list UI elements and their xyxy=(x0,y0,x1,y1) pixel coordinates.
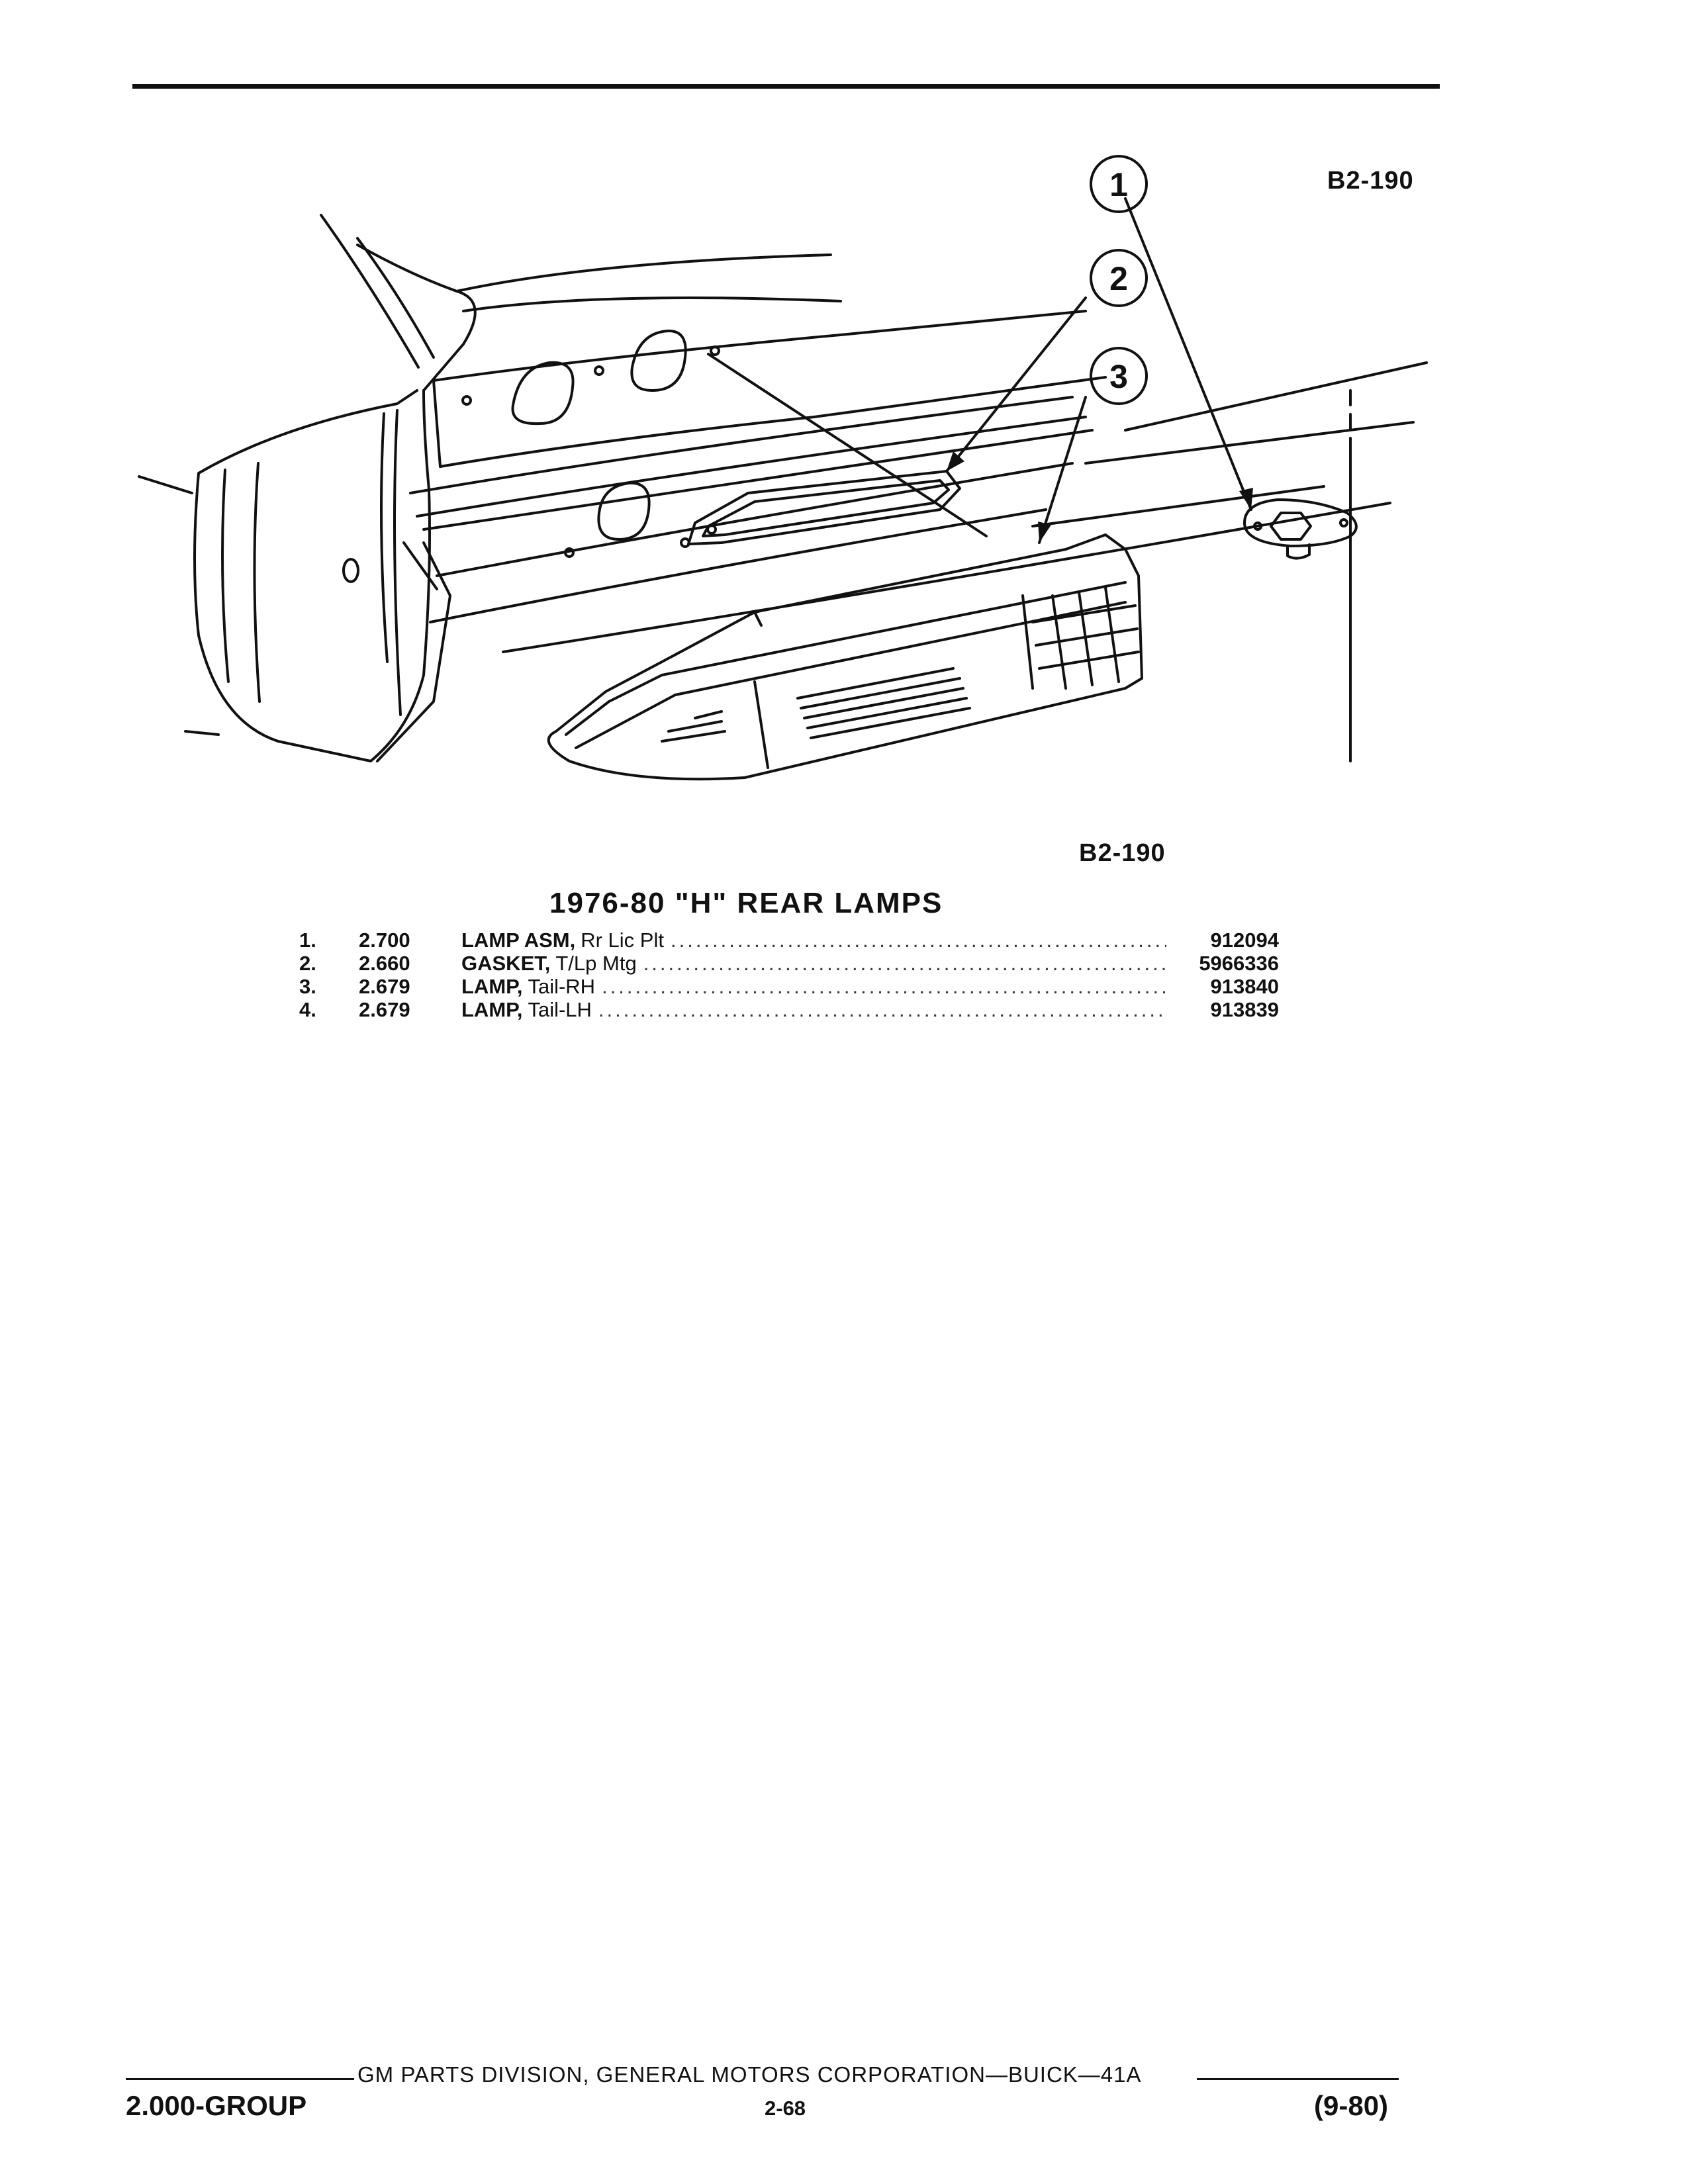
tail-lamp-drawing xyxy=(547,533,1143,781)
part-description: LAMP ASM, Rr Lic Plt ...................… xyxy=(461,929,1166,952)
parts-list-row: 2. 2.660 GASKET, T/Lp Mtg ..............… xyxy=(299,952,1279,975)
callout-2-label: 2 xyxy=(1109,260,1128,297)
mounting-nut-drawing xyxy=(1243,498,1358,560)
footer-rule-right xyxy=(1197,2078,1399,2080)
footer-publisher: GM PARTS DIVISION, GENERAL MOTORS CORPOR… xyxy=(357,2062,1142,2087)
rear-panel-drawing xyxy=(409,310,1428,762)
top-rule xyxy=(132,84,1440,89)
figure-code-top: B2-190 xyxy=(1327,167,1414,195)
parts-list-row: 1. 2.700 LAMP ASM, Rr Lic Plt ..........… xyxy=(299,929,1279,952)
footer-group-label: 2.000-GROUP xyxy=(126,2090,307,2121)
part-number: 912094 xyxy=(1210,929,1279,952)
parts-list-row: 4. 2.679 LAMP, Tail-LH .................… xyxy=(299,998,1279,1021)
item-number: 2. xyxy=(299,952,316,975)
callout-3 xyxy=(1090,347,1148,405)
rear-lamp-illustration: 1 2 3 xyxy=(138,155,1428,781)
callout-1-label: 1 xyxy=(1109,166,1128,203)
callout-2 xyxy=(1090,249,1148,307)
group-code: 2.660 xyxy=(359,952,410,975)
footer-page-number: 2-68 xyxy=(765,2097,806,2120)
part-detail: Tail-RH xyxy=(528,975,596,998)
leader-dots: ........................................… xyxy=(602,975,1166,998)
parts-list: 1. 2.700 LAMP ASM, Rr Lic Plt ..........… xyxy=(299,929,1279,1021)
item-number: 1. xyxy=(299,929,316,952)
part-name: LAMP, xyxy=(461,975,523,998)
part-number: 913840 xyxy=(1210,975,1279,998)
leader-dots: ........................................… xyxy=(670,929,1166,952)
callout-3-label: 3 xyxy=(1109,358,1128,395)
quarter-panel-drawing xyxy=(138,214,842,762)
footer-rule-left xyxy=(126,2078,354,2080)
part-number: 5966336 xyxy=(1199,952,1279,975)
part-description: LAMP, Tail-RH ..........................… xyxy=(461,975,1166,999)
part-name: GASKET, xyxy=(461,952,551,975)
leader-dots: ........................................… xyxy=(598,998,1166,1021)
footer-date: (9-80) xyxy=(1314,2090,1389,2121)
part-detail: Rr Lic Plt xyxy=(581,929,664,952)
part-detail: T/Lp Mtg xyxy=(555,952,637,975)
part-name: LAMP, xyxy=(461,998,523,1021)
part-number: 913839 xyxy=(1210,998,1279,1021)
parts-list-row: 3. 2.679 LAMP, Tail-RH .................… xyxy=(299,975,1279,998)
part-description: LAMP, Tail-LH ..........................… xyxy=(461,998,1166,1022)
leader-lines xyxy=(707,197,1252,544)
callout-1 xyxy=(1090,155,1148,213)
section-title: 1976-80 "H" REAR LAMPS xyxy=(549,887,943,919)
gasket-drawing xyxy=(687,470,961,545)
part-description: GASKET, T/Lp Mtg .......................… xyxy=(461,952,1166,976)
item-number: 3. xyxy=(299,975,316,998)
group-code: 2.679 xyxy=(359,975,410,998)
part-detail: Tail-LH xyxy=(528,998,592,1021)
item-number: 4. xyxy=(299,998,316,1021)
figure-code-bottom: B2-190 xyxy=(1079,839,1166,867)
leader-dots: ........................................… xyxy=(643,952,1166,975)
group-code: 2.700 xyxy=(359,929,410,952)
part-name: LAMP ASM, xyxy=(461,929,576,952)
leader-arrowheads xyxy=(947,451,1253,543)
group-code: 2.679 xyxy=(359,998,410,1021)
